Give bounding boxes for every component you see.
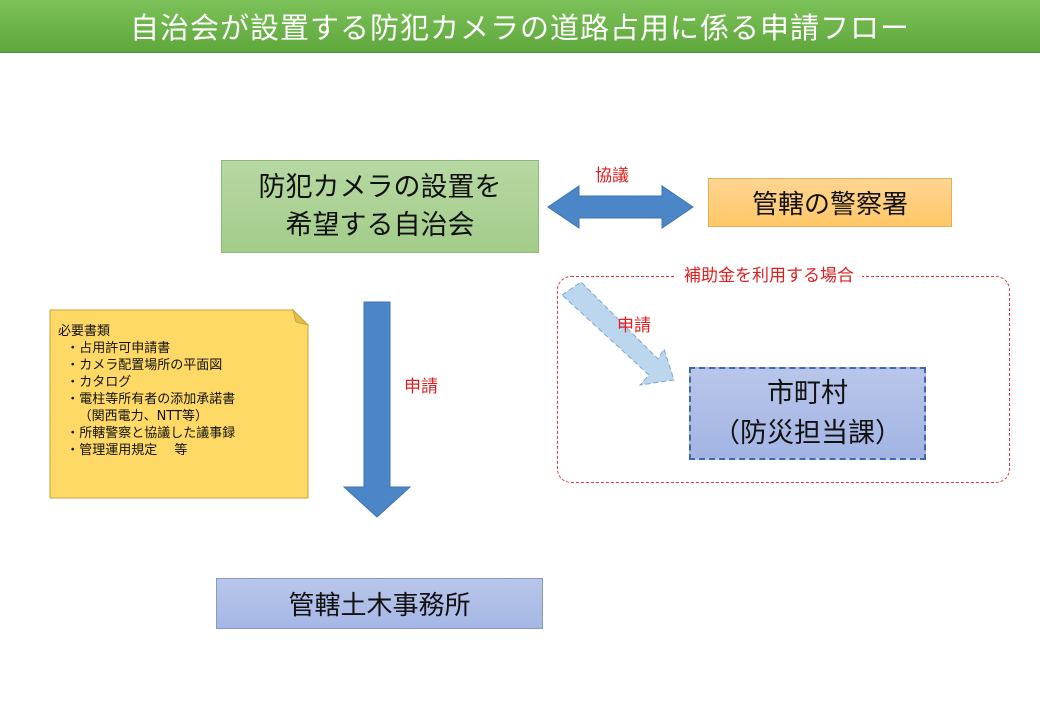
- police-node: 管轄の警察署: [708, 178, 952, 227]
- apply-down-arrow: [342, 301, 412, 518]
- note-item: ・所轄警察と協議した議事録: [58, 426, 236, 441]
- note-fold-corner: [292, 308, 310, 326]
- note-item: ・電柱等所有者の添加承諾書: [58, 392, 236, 407]
- apply-diagonal-arrow: [561, 281, 675, 386]
- apply-main-label: 申請: [404, 377, 438, 397]
- consult-double-arrow: [547, 185, 694, 229]
- jichikai-node: 防犯カメラの設置を 希望する自治会: [221, 160, 539, 253]
- note-item: ・占用許可申請書: [58, 341, 171, 356]
- jichikai-line-2: 希望する自治会: [285, 209, 475, 241]
- city-line-2: （防災担当課）: [713, 417, 902, 449]
- jichikai-line-1: 防犯カメラの設置を: [258, 171, 502, 203]
- note-heading: 必要書類: [58, 324, 111, 339]
- city-node: 市町村 （防災担当課）: [689, 367, 926, 460]
- required-documents: 必要書類 ・占用許可申請書 ・カメラ配置場所の平面図 ・カタログ ・電柱等所有者…: [58, 323, 303, 459]
- note-item-sub: （関西電力、NTT等）: [58, 409, 209, 424]
- consult-label: 協議: [595, 166, 629, 186]
- page-title: 自治会が設置する防犯カメラの道路占用に係る申請フロー: [0, 0, 1040, 53]
- apply-sub-label: 申請: [617, 316, 651, 336]
- documents-note: [49, 309, 309, 499]
- note-item: ・カタログ: [58, 375, 132, 390]
- city-line-1: 市町村: [767, 377, 848, 409]
- subsidy-label: 補助金を利用する場合: [676, 264, 862, 288]
- note-item: ・管理運用規定 等: [58, 443, 188, 458]
- doboku-node: 管轄土木事務所: [216, 578, 543, 629]
- note-item: ・カメラ配置場所の平面図: [58, 358, 223, 373]
